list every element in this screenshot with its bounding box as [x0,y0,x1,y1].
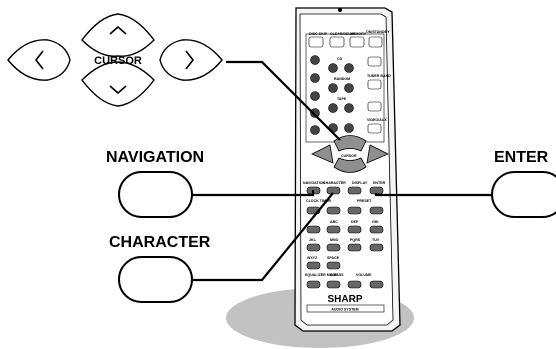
remote-text-cd: CD [337,57,343,61]
remote-text-def: DEF [351,220,359,224]
remote-key-row2-4 [369,225,384,234]
remote-subtitle: AUDIO SYSTEM [331,308,358,312]
cursor-down-icon [109,85,127,95]
remote-text-clear-delay: CLEAR/DELAY [330,32,356,36]
remote-key-row3-1 [306,243,321,252]
remote-key-random [328,83,338,93]
remote-key-volume-down [347,280,362,289]
remote-key-left-1 [310,55,320,65]
remote-text-wxyz: WXYZ [307,256,318,260]
remote-key-clear-delay [329,36,345,48]
remote-key-equalizer [306,280,321,289]
remote-text-disc-skip: DISC SKIP [309,32,328,36]
remote-key-xbass [326,280,341,289]
remote-key-row4-2 [326,261,341,270]
enter-leader-line [374,193,492,197]
cursor-callout: CURSOR [7,13,223,107]
remote-key-preset-up [369,206,384,215]
remote-key-left-3 [310,91,320,101]
character-leader-line [192,192,334,282]
cursor-label: CURSOR [94,55,142,67]
remote-text-preset: PRESET [357,199,372,203]
remote-key-stop [344,83,354,93]
cursor-up-button [81,13,155,57]
remote-text-memory: MEMORY [350,32,367,36]
cursor-up-icon [109,25,127,35]
remote-text-space: SPACE [327,256,340,260]
remote-key-disc-skip [308,36,324,48]
remote-control: DISC SKIP CLEAR/DELAY MEMORY ON/STANDBY … [294,7,401,332]
remote-key-left-2 [310,73,320,83]
remote-key-tape-rew [328,103,338,113]
remote-text-tuv: TUV [372,238,380,242]
navigation-leader-line [192,190,315,197]
remote-key-enter [369,186,384,195]
remote-key-pause [344,123,354,133]
character-label: CHARACTER [109,234,211,251]
remote-text-cursor: CURSOR [341,154,357,158]
remote-key-1 [326,206,341,215]
remote-key-video-aux [367,123,382,134]
enter-label: ENTER [494,149,549,166]
navigation-label: NAVIGATION [106,149,204,166]
remote-key-tape [367,101,382,112]
character-button [118,256,193,303]
remote-cursor-up [333,135,367,152]
remote-key-row3-3 [347,243,362,252]
remote-key-row2-2 [326,225,341,234]
remote-text-pqrs: PQRS [350,238,361,242]
cursor-down-button [81,61,155,107]
remote-cursor-down [333,157,367,173]
enter-button [491,171,556,218]
remote-text-tape: TAPE [337,97,347,101]
remote-text-ghi: GHI [372,220,378,224]
remote-key-left-4 [310,108,320,118]
remote-text-equalizer: EQUALIZER MODE [305,273,338,277]
remote-key-on-standby [368,36,383,48]
remote-text-abc: ABC [330,220,338,224]
remote-cursor-left [311,144,334,164]
remote-key-row3-2 [326,243,341,252]
cursor-right-button [159,39,223,81]
remote-key-row3-4 [369,243,384,252]
cursor-left-button [7,39,71,81]
cursor-right-icon [185,50,195,70]
remote-key-volume-up [369,280,384,289]
remote-text-mno: MNO [330,238,339,242]
remote-key-character [326,186,341,195]
remote-text-xbass: X-BASS [330,273,344,277]
cursor-leader-line [226,60,341,141]
remote-key-display [347,186,362,195]
remote-text-video-aux: VIDEO/AUX [367,118,387,122]
remote-brand: SHARP [327,294,362,305]
remote-text-on-standby: ON/STANDBY [366,30,390,34]
remote-cursor-pad [311,135,389,173]
remote-text-volume: VOLUME [356,273,372,277]
remote-key-preset-down [347,206,362,215]
cursor-left-icon [34,50,44,70]
remote-text-character: CHARACTER [323,181,346,185]
remote-text-random: RANDOM [334,77,350,81]
remote-key-left-5 [310,125,320,135]
remote-text-jkl: JKL [309,238,317,242]
remote-key-row2-3 [347,225,362,234]
remote-key-row2-1 [306,225,321,234]
remote-text-clock-timer: CLOCK TIMER [306,199,331,203]
navigation-button [118,171,193,218]
remote-key-cd-stop [344,63,354,73]
remote-key-cd [367,56,382,67]
remote-text-enter: ENTER [373,181,386,185]
remote-key-tape-play [344,103,354,113]
remote-key-tuner-band [367,79,382,90]
remote-cursor-right [366,144,389,164]
remote-key-cd-play [328,63,338,73]
remote-text-display: DISPLAY [352,181,368,185]
remote-text-tuner-band: TUNER BAND [367,74,391,78]
remote-text-navigation: NAVIGATION [303,181,325,185]
remote-key-row4-1 [306,261,321,270]
remote-key-memory [349,36,365,48]
